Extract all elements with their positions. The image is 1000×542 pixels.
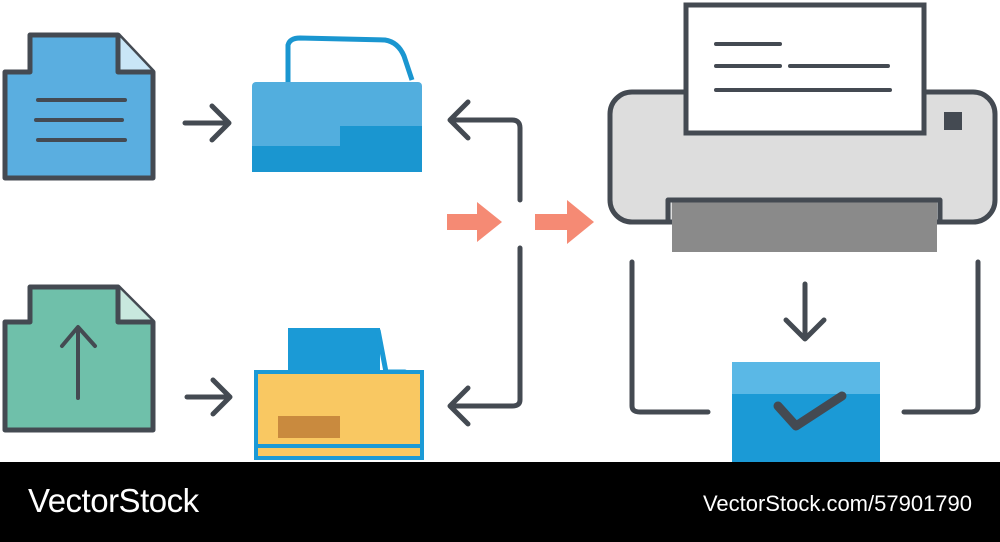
arrow-right-icon: [182, 103, 232, 143]
return-arrow-top-icon: [447, 99, 523, 203]
print-workflow-diagram: [2, 2, 998, 462]
return-arrow-bottom-icon: [447, 245, 523, 427]
document-icon: [2, 32, 156, 181]
folder-icon: [254, 328, 424, 460]
salmon-arrow-icon: [535, 200, 594, 244]
footer-bar: VectorStock VectorStock.com/57901790: [0, 462, 1000, 542]
arrow-right-icon: [184, 377, 233, 417]
salmon-arrow-icon: [447, 202, 502, 242]
large-printer-icon: [607, 2, 998, 252]
small-printer-icon: [252, 35, 422, 172]
stock-id-label: VectorStock.com/57901790: [702, 491, 972, 516]
arrow-down-icon: [783, 281, 827, 342]
output-loop-lines: [629, 259, 981, 415]
checkmark-box-icon: [732, 362, 880, 462]
brand-label: VectorStock: [28, 482, 199, 519]
upload-document-icon: [2, 284, 156, 433]
